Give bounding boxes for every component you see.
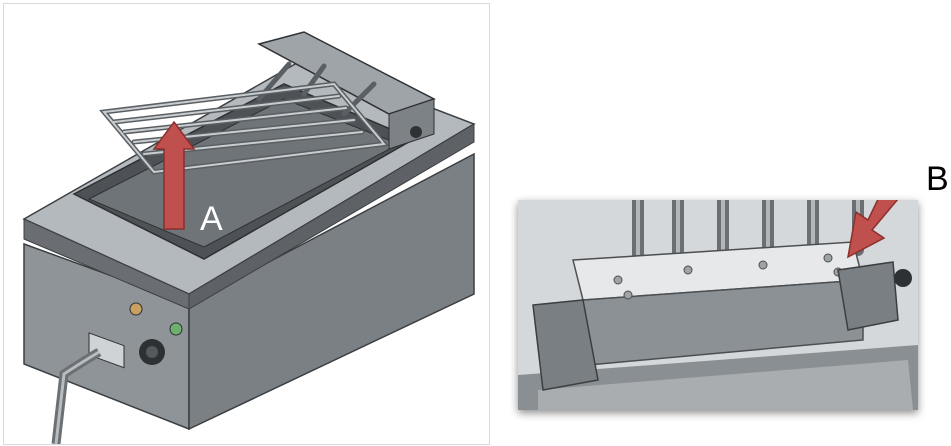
fryer-drawing [22, 31, 476, 444]
arrow-up-icon [152, 120, 196, 230]
fryer-illustration [3, 3, 490, 445]
detail-drawing [518, 200, 918, 410]
callout-a: A [200, 200, 223, 238]
callout-b: B [926, 160, 949, 198]
detail-illustration [518, 200, 918, 410]
arrow-down-left-icon [846, 200, 899, 259]
